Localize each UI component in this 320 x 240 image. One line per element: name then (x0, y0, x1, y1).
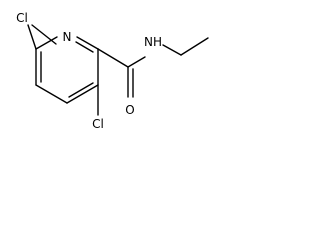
molecule-structure-diagram: Cl N NH O Cl (16, 11, 209, 131)
bond-c4-c3-double (68, 82, 94, 98)
bond-c5-c4 (35, 84, 68, 104)
bond-c2-n1 (76, 36, 99, 50)
bond-c4-c3 (66, 84, 99, 104)
bond-c2-carbonyl (97, 48, 129, 68)
bond-c6-n1 (31, 24, 57, 45)
atom-o: O (125, 103, 134, 117)
atom-cl-bottom: Cl (92, 117, 104, 131)
bond-ch2-ch3 (180, 37, 209, 56)
bond-n-ch2 (162, 44, 182, 56)
atom-nh: NH (144, 35, 162, 49)
bond-n1-c6 (35, 36, 58, 50)
bond-c6-cl (27, 24, 37, 50)
bond-c2-n1-double (75, 41, 94, 53)
atom-n-ring: N (63, 30, 72, 44)
bond-c-n-amide (127, 56, 146, 68)
atom-cl-top: Cl (16, 11, 28, 25)
